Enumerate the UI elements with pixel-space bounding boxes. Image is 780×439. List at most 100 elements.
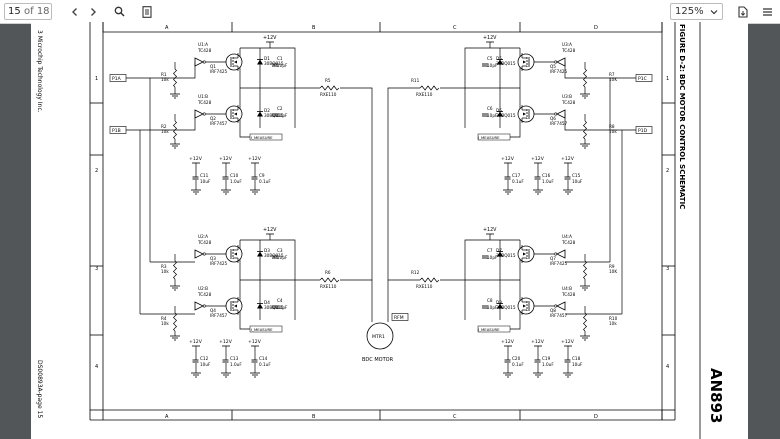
- driver-part: TC428: [197, 240, 212, 245]
- resistor-value: 10k: [161, 129, 169, 134]
- cap-ref: C20: [512, 356, 521, 361]
- i-measure-label: I_MEASURE: [251, 135, 273, 140]
- search-icon: [114, 6, 125, 17]
- driver-part: TC428: [561, 292, 576, 297]
- page-number-box: of 18: [4, 3, 52, 20]
- driver-ref: U1:B: [198, 94, 208, 99]
- page-number-input[interactable]: [5, 6, 24, 17]
- input-p1b-box: [109, 126, 127, 134]
- diode-ref: D1: [264, 56, 270, 61]
- next-page-button[interactable]: [84, 3, 102, 20]
- page-label: DS00893A-page 15: [36, 360, 43, 418]
- driver-part: TC428: [197, 292, 212, 297]
- i-measure-tag: [477, 133, 511, 141]
- cap-ref: C4: [277, 298, 283, 303]
- outline-button[interactable]: [138, 3, 156, 20]
- grid-column-label: B: [312, 25, 316, 31]
- input-rfm-box: [391, 313, 409, 321]
- supply-label: +12V: [248, 156, 262, 162]
- cap-ref: C13: [230, 356, 239, 361]
- diode-ref: D5: [496, 56, 502, 61]
- resistor-value: RXE110: [416, 284, 433, 289]
- supply-label: +12V: [483, 35, 497, 41]
- resistor-ref: R3: [161, 264, 167, 269]
- supply-label: +12V: [263, 35, 277, 41]
- input-p1a: P1A: [112, 76, 122, 82]
- supply-label: +12V: [483, 227, 497, 233]
- chevron-left-icon: [72, 7, 77, 16]
- diode-part: 30BQ015: [264, 253, 284, 258]
- grid-row-label: 2: [95, 168, 98, 174]
- cap-value: 10uF: [572, 362, 583, 367]
- grid-row-label: 4: [666, 364, 669, 370]
- resistor-value: 10k: [609, 129, 617, 134]
- mosfet-ref: Q3: [210, 256, 216, 261]
- diode-ref: D6: [496, 108, 502, 113]
- previous-page-button[interactable]: [66, 3, 84, 20]
- supply-label: +12V: [501, 156, 515, 162]
- resistor-ref: R1: [161, 72, 167, 77]
- i-measure-tag: [249, 325, 283, 333]
- driver-part: TC428: [561, 100, 576, 105]
- driver-part: TC428: [561, 48, 576, 53]
- search-button[interactable]: [110, 3, 128, 20]
- diode-part: 30BQ015: [264, 61, 284, 66]
- resistor-value: RXE110: [416, 92, 433, 97]
- driver-part: TC428: [197, 48, 212, 53]
- cap-value: 10pF: [487, 63, 498, 68]
- cap-value: 1.0uF: [230, 179, 242, 184]
- cap-ref: C16: [542, 173, 551, 178]
- page-total: of 18: [24, 6, 50, 17]
- mosfet-part: IRF7457: [210, 121, 228, 126]
- grid-row-label: 2: [666, 168, 669, 174]
- i-measure-label: I_MEASURE: [251, 327, 273, 332]
- app-note-number: AN893: [707, 368, 725, 423]
- cap-ref: C1: [277, 56, 283, 61]
- grid-column-label: D: [594, 25, 598, 31]
- grid-row-label: 4: [95, 364, 98, 370]
- outline-icon: [142, 5, 152, 18]
- diode-part: 30BQ015: [264, 113, 284, 118]
- driver-ref: U4:B: [562, 286, 572, 291]
- zoom-select[interactable]: 125%: [670, 3, 723, 20]
- cap-value: 10uF: [200, 362, 211, 367]
- cap-ref: C19: [542, 356, 551, 361]
- mosfet-ref: Q2: [210, 116, 216, 121]
- resistor-value: RXE110: [320, 284, 337, 289]
- i-measure-tag: [249, 133, 283, 141]
- resistor-ref: R7: [609, 72, 615, 77]
- diode-part: 30BQ015: [496, 253, 516, 258]
- motor-ref: MTR1: [372, 334, 385, 340]
- cap-value: 10pF: [487, 113, 498, 118]
- supply-label: +12V: [219, 156, 233, 162]
- grid-column-label: C: [453, 414, 457, 420]
- supply-label: +12V: [189, 339, 203, 345]
- cap-value: 0.1uF: [512, 362, 524, 367]
- grid-row-label: 1: [666, 76, 669, 82]
- input-p1b: P1B: [112, 128, 121, 134]
- grid-row-label: 1: [95, 76, 98, 82]
- supply-label: +12V: [501, 339, 515, 345]
- cap-ref: C3: [277, 248, 283, 253]
- grid-column-label: B: [312, 414, 316, 420]
- resistor-ref: R2: [161, 124, 167, 129]
- mosfet-part: IRF7425: [550, 261, 568, 266]
- cap-value: 10pF: [277, 63, 288, 68]
- company-name: 3 Microchip Technology Inc.: [36, 30, 43, 113]
- input-p1c: P1C: [638, 76, 647, 82]
- diode-ref: D8: [496, 300, 502, 305]
- menu-button[interactable]: [758, 3, 776, 20]
- input-p1a-box: [109, 74, 127, 82]
- supply-label: +12V: [189, 156, 203, 162]
- cap-ref: C11: [200, 173, 209, 178]
- supply-label: +12V: [561, 156, 575, 162]
- supply-label: +12V: [531, 339, 545, 345]
- grid-column-label: A: [165, 414, 169, 420]
- download-button[interactable]: [734, 3, 752, 20]
- input-p1d: P1D: [638, 128, 648, 134]
- cap-ref: C6: [487, 106, 493, 111]
- grid-column-label: C: [453, 25, 457, 31]
- cap-value: 0.1uF: [259, 362, 271, 367]
